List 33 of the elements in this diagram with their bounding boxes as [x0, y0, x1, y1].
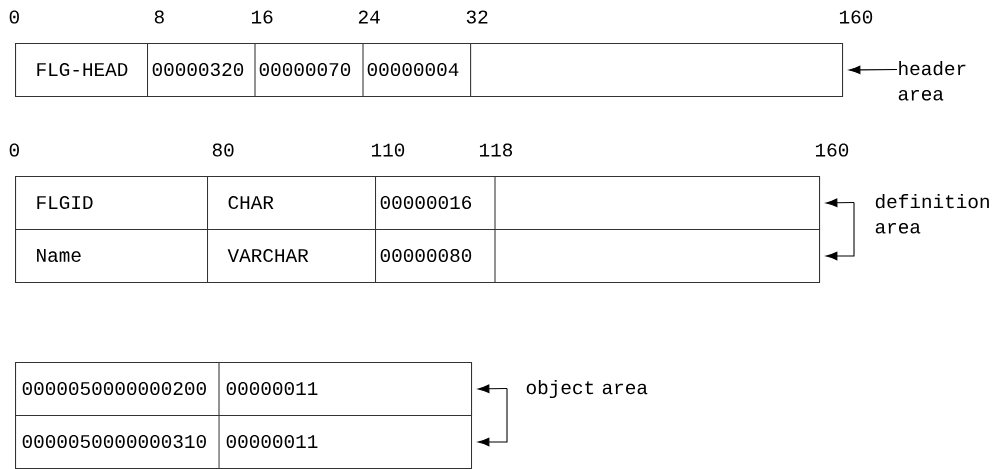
field-value: 0000050000000310: [22, 434, 206, 449]
field-value: 00000080: [380, 248, 472, 263]
field-value: FLG-HEAD: [37, 62, 128, 77]
field-value: Name: [37, 249, 81, 262]
scale-number: 0: [9, 10, 19, 24]
field-value: 00000070: [259, 62, 351, 77]
scale-number: 32: [466, 10, 488, 24]
scale-number: 16: [251, 10, 273, 24]
scale-number: 160: [815, 143, 849, 157]
scale-number: 0: [9, 143, 19, 157]
scale-number: 110: [371, 143, 405, 157]
field-value: FLGID: [37, 195, 93, 210]
field-value: 0000050000000200: [22, 381, 206, 396]
field-value: 00000320: [152, 62, 244, 77]
area-label: definition area: [875, 194, 989, 234]
field-value: 00000016: [380, 195, 472, 210]
field-value: 00000011: [226, 434, 318, 449]
arrow: [848, 65, 898, 75]
arrow: [825, 198, 855, 208]
scale-number: 160: [839, 10, 873, 24]
area-label: header area: [898, 61, 966, 101]
scale-number: 80: [212, 143, 234, 157]
area-label: object area: [526, 380, 648, 399]
field-value: VARCHAR: [227, 248, 309, 263]
scale-number: 8: [154, 10, 164, 24]
arrow: [825, 201, 855, 261]
scale-number: 24: [358, 10, 380, 24]
arrow: [477, 384, 508, 394]
field-value: 00000004: [367, 62, 459, 77]
field-value: 00000011: [226, 381, 318, 396]
field-value: CHAR: [228, 195, 274, 210]
arrow: [477, 387, 508, 447]
scale-number: 118: [479, 143, 513, 157]
